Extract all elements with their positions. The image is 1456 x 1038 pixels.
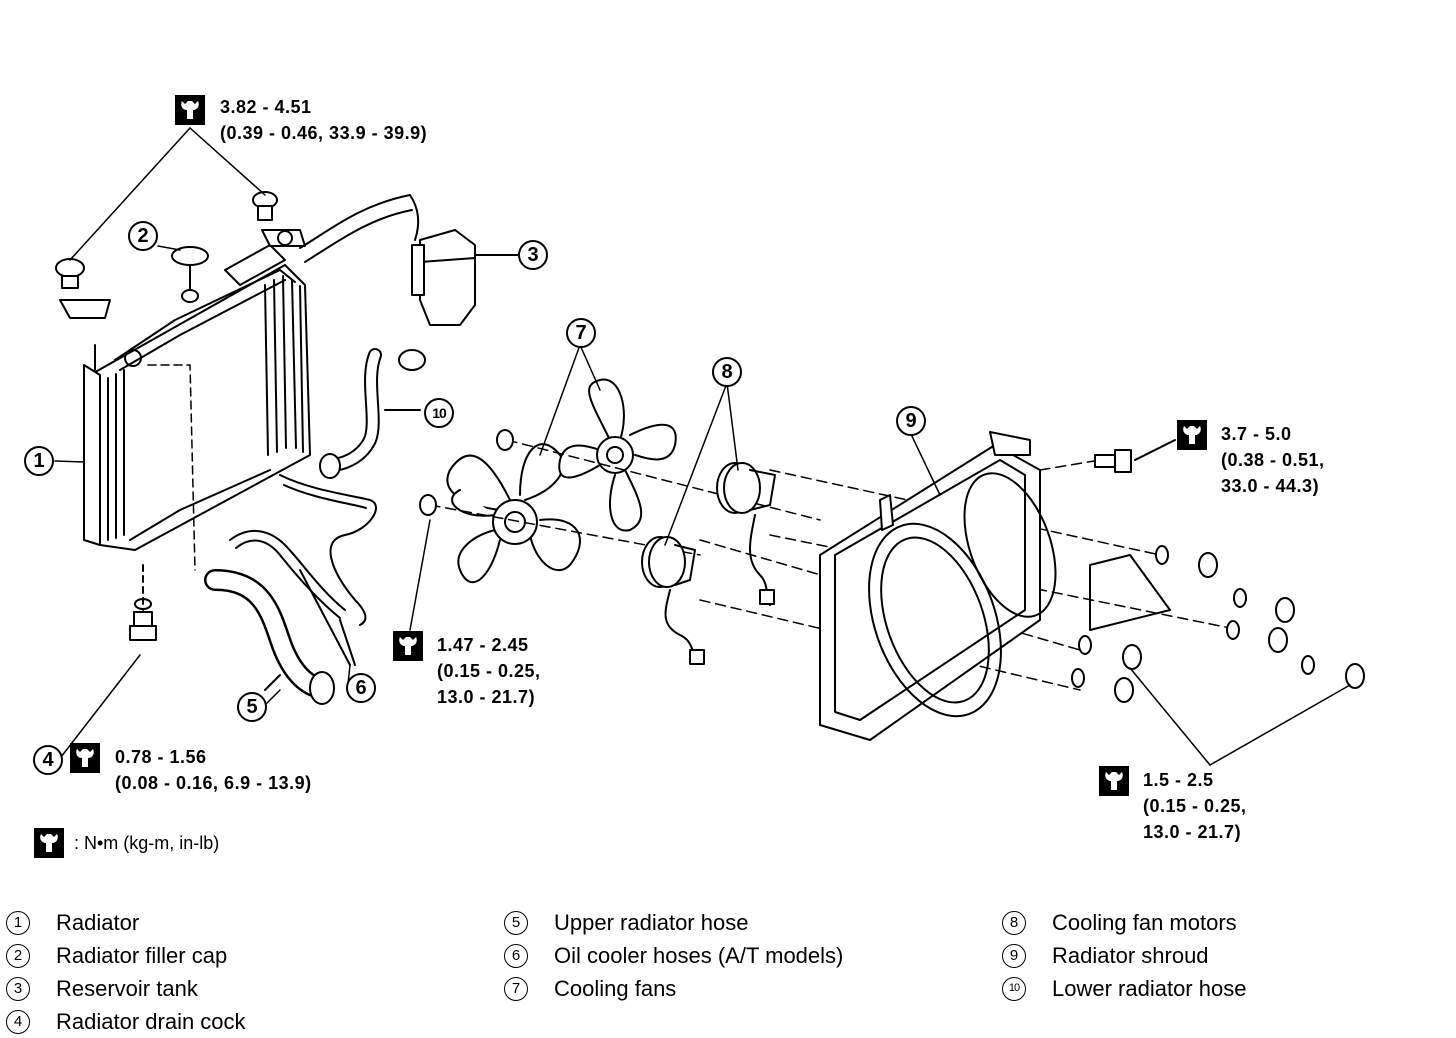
callout-2: 2 bbox=[128, 221, 158, 251]
parts-legend-column-3: 8 Cooling fan motors 9 Radiator shroud 1… bbox=[1002, 906, 1442, 1005]
torque-value-alt: (0.38 - 0.51, bbox=[1221, 450, 1325, 470]
legend-label: Reservoir tank bbox=[56, 975, 198, 1001]
shroud-bolt-drawing bbox=[1094, 439, 1176, 473]
torque-wrench-icon bbox=[175, 95, 205, 125]
callout-8: 8 bbox=[712, 357, 742, 387]
fan-nut-2 bbox=[419, 494, 437, 516]
torque-value: 0.78 - 1.56 bbox=[115, 747, 207, 767]
parts-legend-column-1: 1 Radiator 2 Radiator filler cap 3 Reser… bbox=[6, 906, 456, 1038]
torque-spec-radiator-top: 3.82 - 4.51 (0.39 - 0.46, 33.9 - 39.9) bbox=[220, 94, 427, 146]
radiator-mount-line bbox=[147, 364, 196, 571]
callout-3: 3 bbox=[518, 240, 548, 270]
legend-item: 5 Upper radiator hose bbox=[504, 906, 954, 939]
legend-number: 4 bbox=[6, 1009, 30, 1034]
torque-value-alt-2: 33.0 - 44.3) bbox=[1221, 476, 1320, 496]
fan-motor-2-drawing bbox=[641, 536, 705, 665]
legend-label: Cooling fan motors bbox=[1052, 909, 1237, 935]
callout-9: 9 bbox=[896, 406, 926, 436]
legend-number: 8 bbox=[1002, 910, 1026, 935]
legend-item: 3 Reservoir tank bbox=[6, 972, 456, 1005]
legend-label: Lower radiator hose bbox=[1052, 975, 1247, 1001]
lower-hose-drawing bbox=[319, 348, 426, 479]
legend-label: Radiator bbox=[56, 909, 140, 935]
washers-nuts-drawing bbox=[1071, 545, 1365, 703]
fan-nut-1 bbox=[496, 429, 514, 451]
oil-cooler-hoses-drawing bbox=[229, 474, 377, 666]
legend-label: Cooling fans bbox=[554, 975, 677, 1001]
legend-item: 8 Cooling fan motors bbox=[1002, 906, 1442, 939]
upper-hose-drawing bbox=[204, 569, 335, 705]
torque-spec-drain-cock: 0.78 - 1.56 (0.08 - 0.16, 6.9 - 13.9) bbox=[115, 744, 312, 796]
torque-spec-motor-nut: 1.5 - 2.5 (0.15 - 0.25, 13.0 - 21.7) bbox=[1143, 767, 1247, 845]
torque-value: 3.82 - 4.51 bbox=[220, 97, 312, 117]
torque-wrench-icon bbox=[1099, 766, 1129, 796]
reservoir-hose-drawing bbox=[299, 194, 420, 263]
legend-number: 1 bbox=[6, 910, 30, 935]
legend-item: 6 Oil cooler hoses (A/T models) bbox=[504, 939, 954, 972]
callout-4: 4 bbox=[33, 745, 63, 775]
torque-spec-fan-nut: 1.47 - 2.45 (0.15 - 0.25, 13.0 - 21.7) bbox=[437, 632, 541, 710]
torque-wrench-icon bbox=[70, 743, 100, 773]
callout-10: 10 bbox=[424, 398, 454, 428]
callout-7: 7 bbox=[566, 318, 596, 348]
legend-number: 9 bbox=[1002, 943, 1026, 968]
cooling-fan-1-drawing bbox=[446, 443, 581, 584]
legend-item: 10 Lower radiator hose bbox=[1002, 972, 1442, 1005]
legend-item: 4 Radiator drain cock bbox=[6, 1005, 456, 1038]
legend-number: 7 bbox=[504, 976, 528, 1001]
unit-note: : N•m (kg-m, in-lb) bbox=[74, 833, 220, 853]
torque-value: 1.5 - 2.5 bbox=[1143, 770, 1214, 790]
legend-item: 9 Radiator shroud bbox=[1002, 939, 1442, 972]
legend-item: 2 Radiator filler cap bbox=[6, 939, 456, 972]
legend-number: 6 bbox=[504, 943, 528, 968]
torque-value-alt: (0.15 - 0.25, bbox=[437, 661, 541, 681]
torque-wrench-icon bbox=[34, 828, 64, 858]
legend-label: Oil cooler hoses (A/T models) bbox=[554, 942, 844, 968]
radiator-drawing bbox=[55, 191, 311, 641]
callout-6: 6 bbox=[346, 673, 376, 703]
torque-value: 3.7 - 5.0 bbox=[1221, 424, 1292, 444]
torque-value-alt-2: 13.0 - 21.7) bbox=[437, 687, 536, 707]
legend-item: 1 Radiator bbox=[6, 906, 456, 939]
callout-5: 5 bbox=[237, 692, 267, 722]
torque-spec-shroud-bolt: 3.7 - 5.0 (0.38 - 0.51, 33.0 - 44.3) bbox=[1221, 421, 1325, 499]
legend-label: Radiator shroud bbox=[1052, 942, 1209, 968]
radiator-shroud-drawing bbox=[819, 431, 1171, 741]
torque-wrench-icon bbox=[393, 631, 423, 661]
legend-number: 10 bbox=[1002, 976, 1026, 1001]
parts-legend-column-2: 5 Upper radiator hose 6 Oil cooler hoses… bbox=[504, 906, 954, 1005]
legend-label: Radiator drain cock bbox=[56, 1008, 246, 1034]
callout-1: 1 bbox=[24, 446, 54, 476]
reservoir-tank-drawing bbox=[411, 229, 519, 326]
torque-value-alt: (0.08 - 0.16, 6.9 - 13.9) bbox=[115, 773, 312, 793]
legend-number: 5 bbox=[504, 910, 528, 935]
torque-value-alt: (0.15 - 0.25, bbox=[1143, 796, 1247, 816]
legend-number: 2 bbox=[6, 943, 30, 968]
cooling-fan-2-drawing bbox=[558, 378, 677, 532]
legend-label: Radiator filler cap bbox=[56, 942, 228, 968]
torque-value-alt: (0.39 - 0.46, 33.9 - 39.9) bbox=[220, 123, 428, 143]
torque-wrench-icon bbox=[1177, 420, 1207, 450]
fan-motor-1-drawing bbox=[716, 462, 776, 606]
legend-number: 3 bbox=[6, 976, 30, 1001]
torque-value-alt-2: 13.0 - 21.7) bbox=[1143, 822, 1242, 842]
legend-label: Upper radiator hose bbox=[554, 909, 749, 935]
leader-lines bbox=[54, 127, 1351, 766]
torque-value: 1.47 - 2.45 bbox=[437, 635, 529, 655]
legend-item: 7 Cooling fans bbox=[504, 972, 954, 1005]
cooling-system-diagram bbox=[54, 127, 1365, 766]
